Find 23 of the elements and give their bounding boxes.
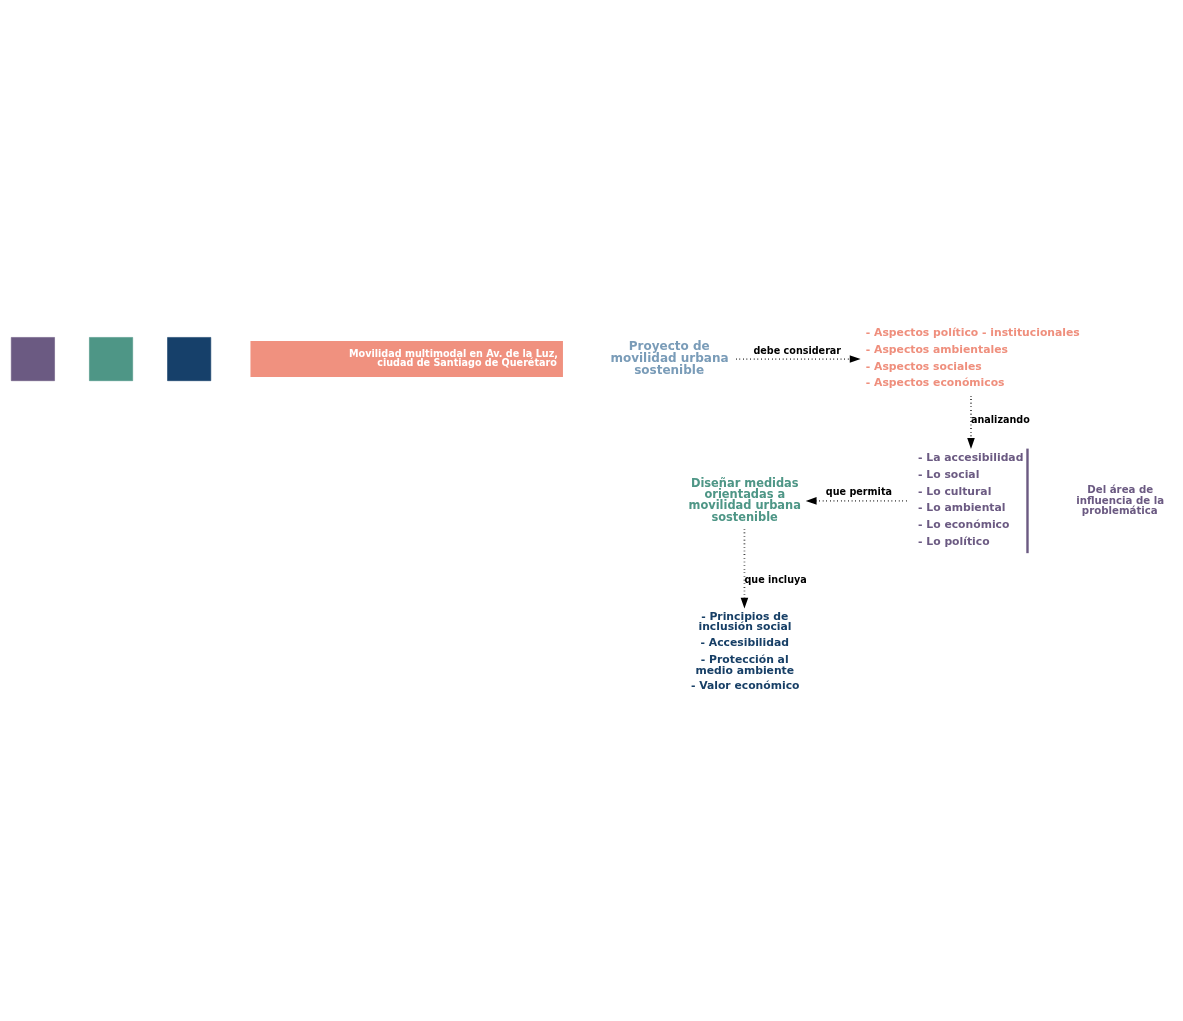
node-label: - Lo político xyxy=(918,534,990,548)
node-box xyxy=(1026,448,1029,554)
node-box xyxy=(11,337,55,381)
node-label: - Lo cultural xyxy=(918,484,992,498)
edge-label: debe considerar xyxy=(753,344,842,356)
edge-label: que permita xyxy=(825,486,892,498)
node-label: - La accesibilidad xyxy=(918,450,1024,464)
node-label: - Lo ambiental xyxy=(918,501,1006,515)
edge-label: que incluya xyxy=(744,573,807,585)
arrow xyxy=(805,497,910,505)
node-box xyxy=(167,337,212,381)
node-box xyxy=(89,337,133,381)
node-box: Movilidad multimodal en Av. de la Luz, ciudad de Santiago de Querétaro xyxy=(250,341,563,378)
node-text: Proyecto de movilidad urbana sostenible xyxy=(610,339,729,378)
arrow xyxy=(740,528,749,609)
node-text: Diseñar medidas orientadas a movilidad urbana sostenible xyxy=(688,475,801,524)
arrow xyxy=(735,355,861,363)
node-text: - Principios de inclusión social - Accesibilidad - Protección al medio ambiente - Valor económico xyxy=(690,609,800,693)
node-label: - Lo económico xyxy=(918,518,1010,532)
edge-label: analizando xyxy=(971,413,1030,425)
node-label: - Lo social xyxy=(918,467,980,481)
node-text: - Aspectos político - institucionales - Aspectos ambientales - Aspectos sociales - Aspectos económicos xyxy=(865,325,1080,390)
node-text: Del área de influencia de la problemática xyxy=(1076,484,1165,516)
